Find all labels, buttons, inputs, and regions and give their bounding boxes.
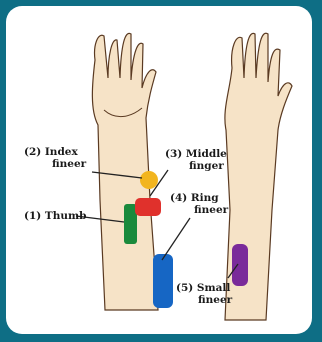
small-label: (5) Small fineer (176, 282, 232, 306)
ring-marker (153, 254, 173, 308)
index-marker (140, 171, 158, 189)
ring-label: (4) Ring fineer (170, 192, 228, 216)
middle-marker (135, 198, 161, 216)
index-label: (2) Index fineer (24, 146, 86, 170)
small-marker (232, 244, 248, 286)
ring-leader (162, 218, 190, 260)
middle-label: (3) Middle finger (165, 148, 227, 172)
thumb-label: (1) Thumb (24, 210, 86, 222)
